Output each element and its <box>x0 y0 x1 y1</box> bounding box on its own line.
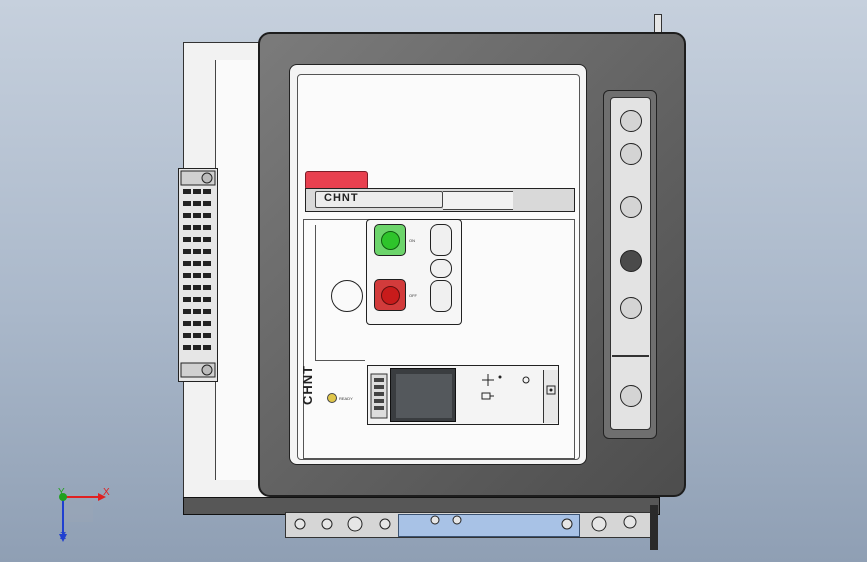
coordinate-triad <box>59 492 106 542</box>
handle-blade <box>443 191 513 210</box>
accessory-divider <box>612 355 649 357</box>
racking-handle-port[interactable] <box>620 385 642 407</box>
aux-button-top[interactable] <box>430 224 452 256</box>
key-lock-knob[interactable] <box>620 143 642 165</box>
aux-button-bottom[interactable] <box>430 280 452 312</box>
side-rail <box>215 60 262 480</box>
axis-z-label: Z <box>60 531 67 542</box>
ready-label: READY <box>339 396 353 401</box>
trip-unit-test-slot <box>543 370 558 423</box>
base-right-flange <box>650 505 658 550</box>
divider-line <box>315 360 365 361</box>
trip-unit-lcd <box>396 374 452 418</box>
trip-unit-controls[interactable] <box>470 370 540 422</box>
trip-unit-test-port-icon <box>546 385 556 395</box>
trip-unit-connector <box>370 373 388 419</box>
axis-x-label: X <box>103 487 110 498</box>
position-indicator-window <box>331 280 363 312</box>
ready-led <box>327 393 337 403</box>
blue-mounting-plate <box>398 514 580 537</box>
vertical-brand-logo: CHNT <box>300 364 315 405</box>
rack-screw-knob[interactable] <box>620 297 642 319</box>
off-button-label: OFF <box>409 293 417 298</box>
indicator-knob <box>620 250 642 272</box>
off-button[interactable] <box>374 279 406 311</box>
accessory-knob-3[interactable] <box>620 196 642 218</box>
on-button[interactable] <box>374 224 406 256</box>
aux-button-middle[interactable] <box>430 259 452 278</box>
padlock-knob[interactable] <box>620 110 642 132</box>
terminal-screws-graphic <box>180 170 216 378</box>
handle-brand-logo: CHNT <box>324 192 359 204</box>
divider-line <box>315 225 316 360</box>
on-button-label: ON <box>409 238 415 243</box>
handle-grip[interactable] <box>315 191 443 208</box>
axis-y-label: Y <box>58 487 65 498</box>
base-screws <box>294 515 637 532</box>
secondary-terminal-block <box>178 168 218 382</box>
